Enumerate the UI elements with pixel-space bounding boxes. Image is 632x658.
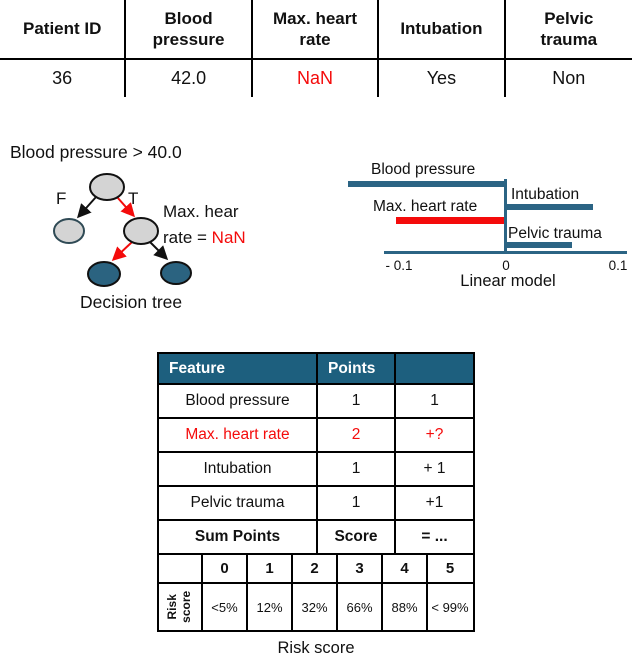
risk-values-row: Risk score <5% 12% 32% 66% 88% < 99% (159, 582, 473, 630)
lm-label-max-heart-rate: Max. heart rate (373, 198, 478, 215)
tree-right-child-node (123, 217, 159, 245)
score-contrib: +? (425, 426, 444, 443)
lm-tick-zero: 0 (502, 258, 510, 273)
decision-tree-caption: Decision tree (80, 292, 183, 312)
points-scale-2: 2 (293, 555, 338, 582)
lm-bar-blood-pressure (348, 181, 506, 187)
patient-table-header-pelvic-trauma: Pelvic trauma (505, 0, 632, 60)
tree-branch-label-false: F (56, 189, 67, 208)
risk-value-4: 88% (383, 584, 428, 630)
tree-split-condition: Blood pressure > 40.0 (10, 142, 182, 162)
pelvic-trauma-value: Non (552, 68, 586, 88)
lm-bar-pelvic-trauma (507, 242, 572, 248)
tree-edge-false (76, 196, 97, 219)
score-feature: Pelvic trauma (159, 487, 318, 519)
lm-tick-pos-01: 0.1 (608, 258, 628, 273)
tree-edge-nan-path (111, 241, 133, 262)
risk-value-2: 32% (293, 584, 338, 630)
patient-table-header-patient-id: Patient ID (0, 0, 127, 60)
tree-edge-true (116, 196, 135, 218)
score-row-max-heart-rate: Max. heart rate 2 +? (159, 417, 473, 451)
score-sum-row: Sum Points Score = ... (159, 519, 473, 553)
score-contrib: 1 (430, 392, 439, 409)
points-scale-3: 3 (338, 555, 383, 582)
points-scale-1: 1 (248, 555, 293, 582)
score-row-intubation: Intubation 1 + 1 (159, 451, 473, 485)
lm-x-axis-line (384, 251, 627, 254)
score-equals: = ... (421, 528, 448, 545)
points-scale-4: 4 (383, 555, 428, 582)
tree-nan-value: NaN (211, 228, 246, 247)
intubation-value: Yes (379, 60, 506, 97)
score-feature: Max. heart rate (159, 419, 318, 451)
tree-nan-split-text: Max. hear rate = NaN (163, 199, 246, 251)
score-label: Score (318, 521, 396, 553)
score-feature: Blood pressure (159, 385, 318, 417)
lm-bar-intubation (507, 204, 593, 210)
patient-table-header-blood-pressure: Blood pressure (126, 0, 253, 60)
risk-value-1: 12% (248, 584, 293, 630)
patient-id-value: 36 (0, 60, 127, 97)
linear-model-caption: Linear model (460, 272, 556, 290)
risk-value-5: < 99% (431, 599, 469, 615)
points-scale-row: 0 1 2 3 4 5 (159, 553, 473, 582)
score-points: 2 (318, 419, 396, 451)
patient-table: Patient ID Blood pressure Max. heart rat… (0, 0, 632, 97)
score-points: 1 (318, 385, 396, 417)
risk-value-0: <5% (203, 584, 248, 630)
tree-edge-right-leaf (149, 241, 169, 261)
score-contrib: +1 (425, 494, 444, 511)
risk-value-3: 66% (338, 584, 383, 630)
score-table-header-row: Feature Points (159, 354, 473, 383)
risk-score-caption: Risk score (277, 639, 355, 657)
score-header-feature: Feature (159, 354, 318, 383)
score-points: 1 (318, 453, 396, 485)
lm-label-pelvic-trauma: Pelvic trauma (508, 225, 602, 242)
risk-score-rotated-text: Risk score (165, 590, 193, 624)
tree-left-child-node (53, 218, 85, 244)
decision-tree-graphic (53, 173, 192, 287)
tree-leaf-node-right (160, 261, 192, 285)
patient-table-header-max-heart-rate: Max. heart rate (252, 0, 380, 60)
score-row-blood-pressure: Blood pressure 1 1 (159, 383, 473, 417)
points-scale-0: 0 (203, 555, 248, 582)
blood-pressure-value: 42.0 (126, 60, 253, 97)
points-scale-5: 5 (445, 560, 455, 577)
risk-score-rotated-label: Risk score (159, 584, 203, 630)
score-row-pelvic-trauma: Pelvic trauma 1 +1 (159, 485, 473, 519)
score-header-points: Points (318, 354, 396, 383)
patient-table-header-intubation: Intubation (379, 0, 506, 60)
score-contrib: + 1 (423, 460, 446, 477)
tree-nan-split-line2: rate = (163, 228, 212, 247)
tree-nan-split-line1: Max. hear (163, 202, 239, 221)
lm-label-blood-pressure: Blood pressure (371, 161, 476, 178)
lm-tick-neg-01: - 0.1 (385, 258, 413, 273)
lm-zero-axis-line (504, 179, 507, 254)
points-scale-empty (159, 555, 203, 582)
max-heart-rate-value: NaN (253, 60, 380, 97)
tree-leaf-node-left (87, 261, 121, 287)
score-feature: Intubation (159, 453, 318, 485)
tree-branch-label-true: T (128, 189, 139, 208)
lm-bar-max-heart-rate (396, 217, 504, 224)
score-points: 1 (318, 487, 396, 519)
score-header-empty (396, 354, 473, 383)
score-table: Feature Points Blood pressure 1 1 Max. h… (157, 352, 475, 632)
sum-points-label: Sum Points (159, 521, 318, 553)
tree-root-node (89, 173, 125, 201)
lm-label-intubation: Intubation (511, 186, 580, 203)
